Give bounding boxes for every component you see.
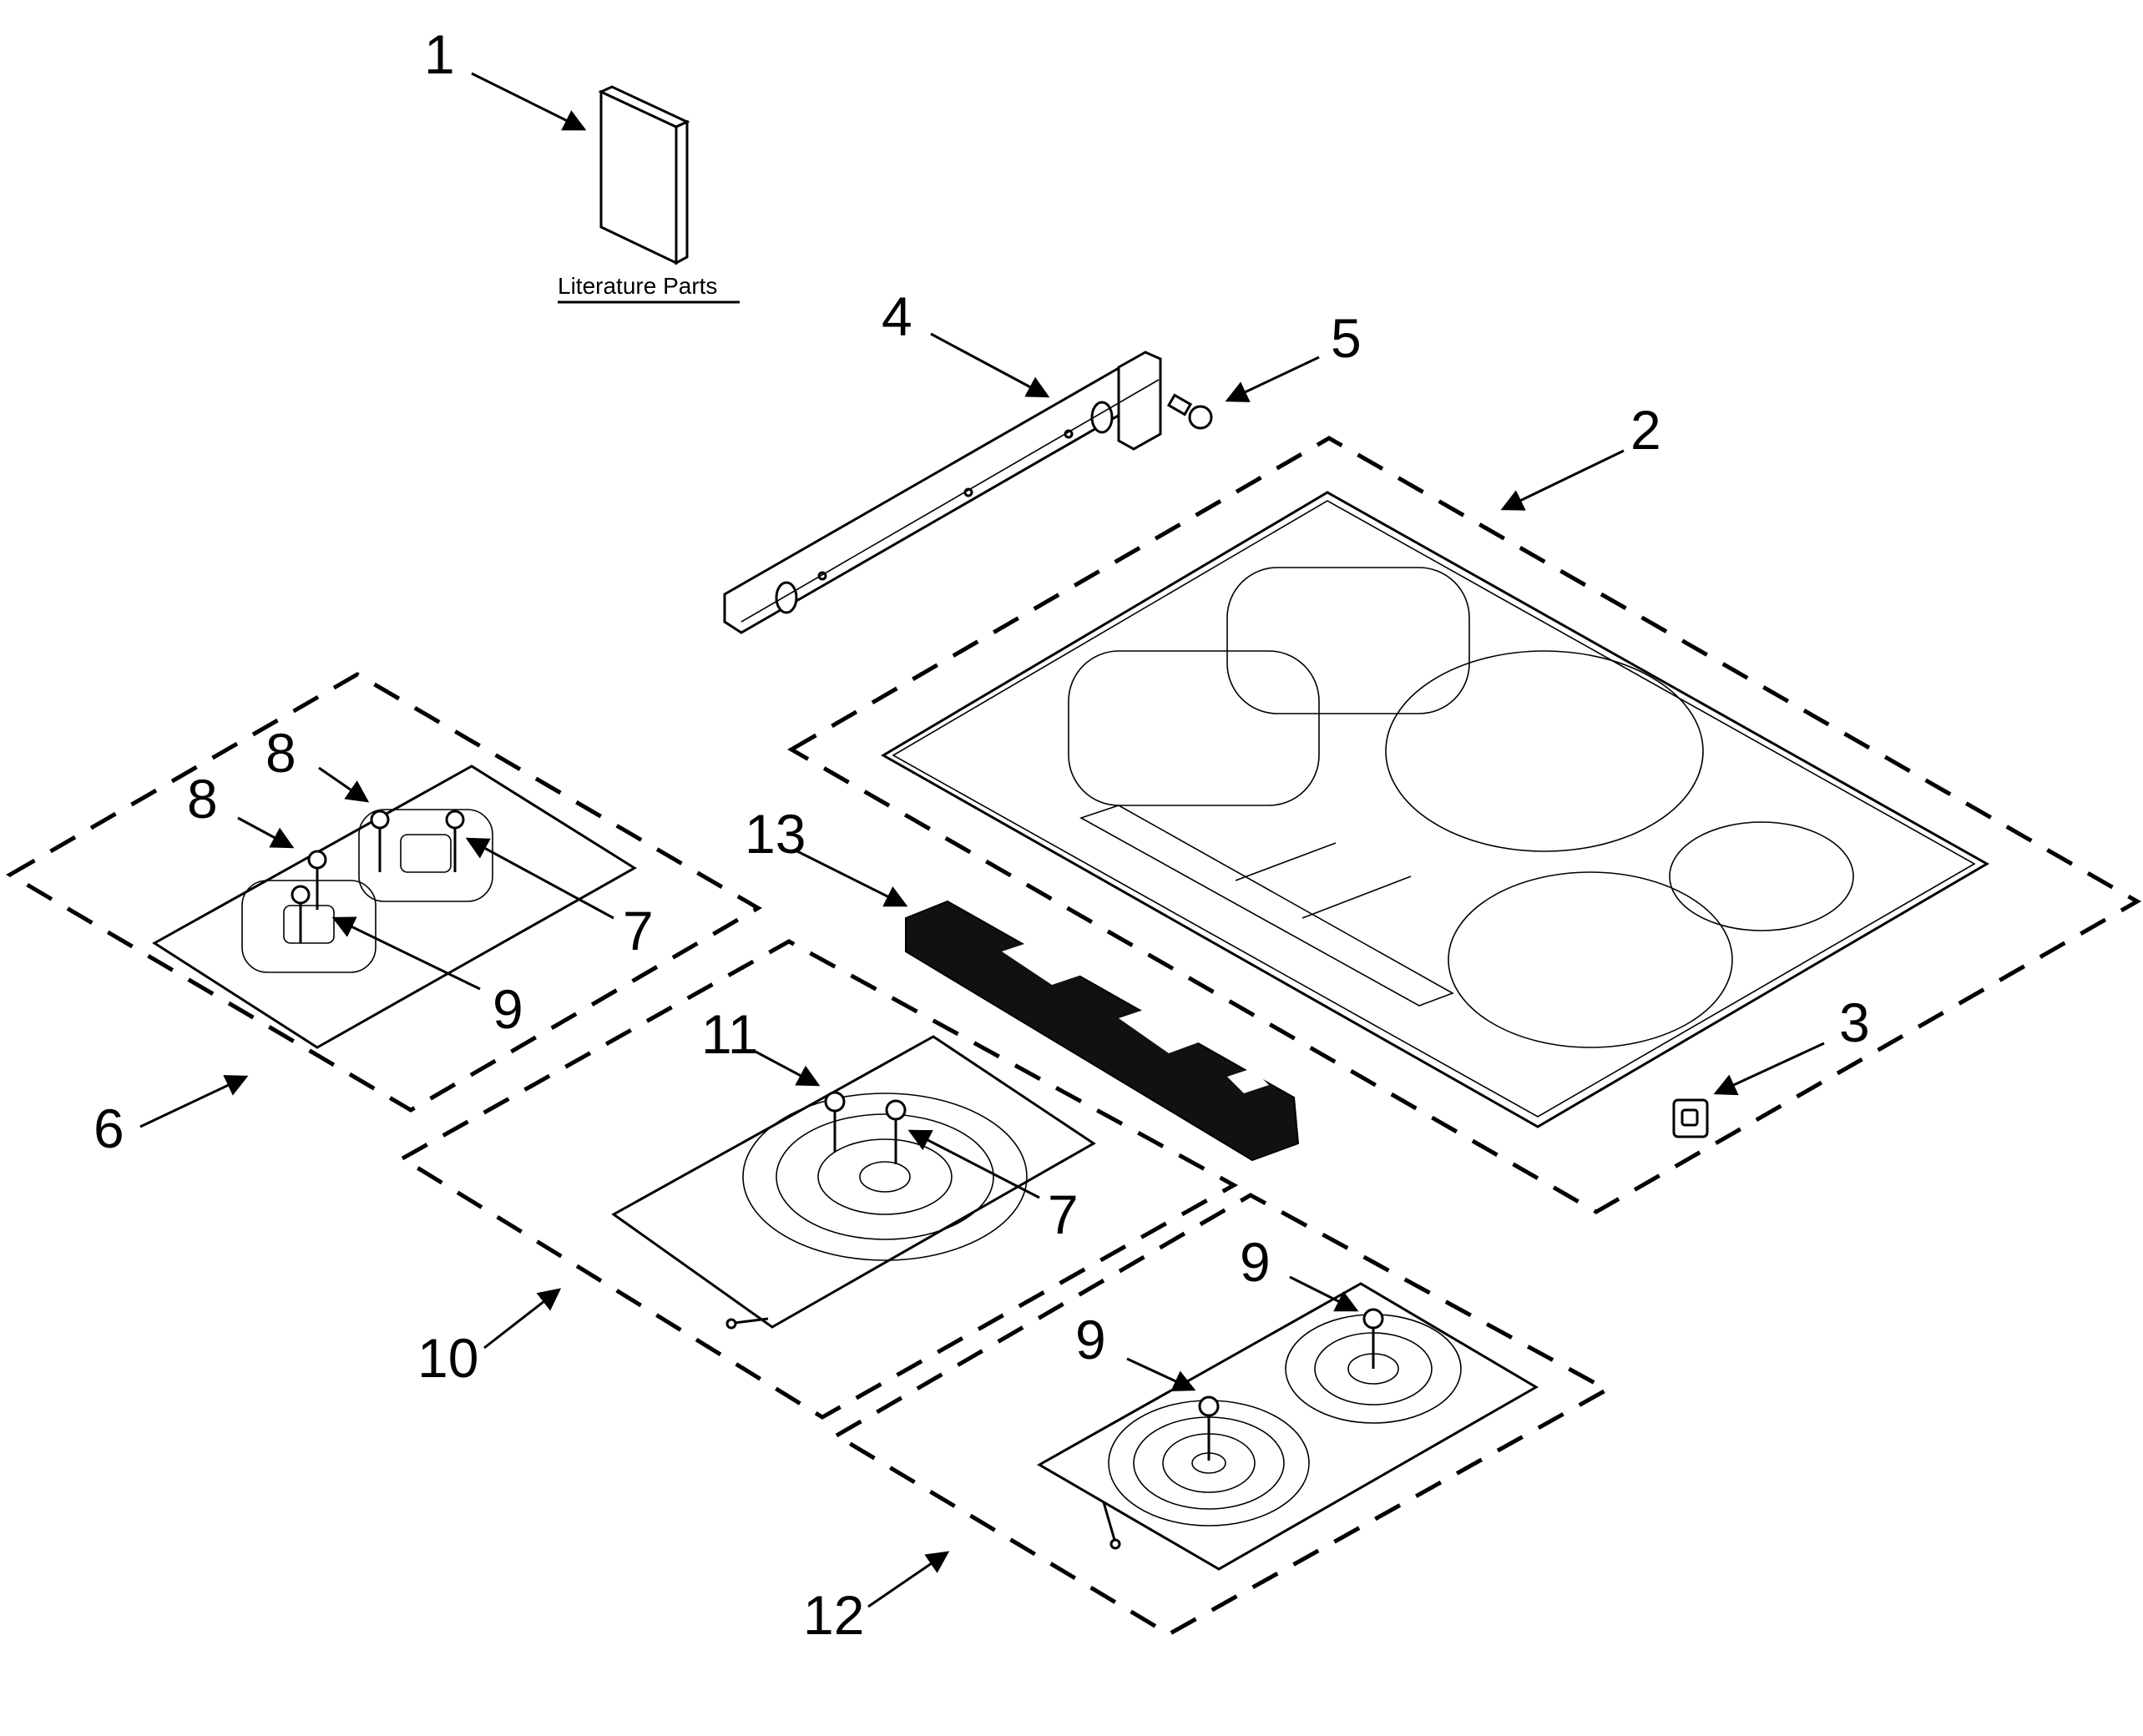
glass-cooktop-part: [881, 491, 1990, 1128]
callout-9a-arrow: [331, 916, 481, 991]
callout-7a: 7: [623, 900, 654, 961]
callout-7a-arrow: [465, 837, 614, 920]
callout-5: 5: [1331, 307, 1362, 369]
callout-4-arrow: [930, 332, 1050, 398]
callout-9b: 9: [1240, 1231, 1271, 1293]
callout-9a: 9: [493, 978, 523, 1040]
callout-8b-arrow: [237, 816, 295, 849]
center-element-group-outline: [398, 939, 1239, 1420]
right-element-group-outline: [832, 1193, 1612, 1637]
callout-11: 11: [701, 1003, 759, 1065]
bracket-part: [723, 351, 1162, 634]
callout-8b: 8: [187, 768, 218, 830]
callout-8a: 8: [265, 722, 296, 784]
callout-6-arrow: [139, 1075, 249, 1128]
callout-9c-arrow: [1126, 1357, 1196, 1392]
callout-12: 12: [803, 1584, 864, 1646]
center-element-tray-part: [611, 1035, 1096, 1330]
callout-6: 6: [94, 1098, 124, 1159]
right-element-tray-part: [1036, 1282, 1539, 1571]
callout-1-arrow: [471, 72, 587, 131]
callout-3-arrow: [1713, 1042, 1825, 1096]
literature-parts-label: Literature Parts: [558, 273, 717, 299]
left-element-group-outline: [6, 672, 762, 1113]
literature-booklet-part: [598, 85, 690, 265]
callout-4: 4: [882, 285, 912, 347]
screw-part: [1166, 393, 1213, 430]
callout-10: 10: [417, 1327, 478, 1389]
callout-2-arrow: [1500, 449, 1625, 511]
callout-5-arrow: [1225, 356, 1320, 402]
callout-9b-arrow: [1289, 1275, 1359, 1312]
callout-13: 13: [745, 803, 806, 865]
callout-1: 1: [424, 23, 455, 85]
control-board-part: [905, 900, 1300, 1162]
callout-9c: 9: [1075, 1309, 1106, 1370]
callout-2: 2: [1630, 399, 1661, 461]
callout-8a-arrow: [318, 766, 370, 803]
callout-7b: 7: [1048, 1183, 1079, 1245]
callout-10-arrow: [483, 1288, 562, 1350]
callout-7b-arrow: [907, 1129, 1040, 1199]
callout-3: 3: [1839, 992, 1870, 1053]
left-element-tray-part: [152, 765, 637, 1049]
callout-13-arrow: [796, 850, 908, 907]
clip-part: [1672, 1098, 1709, 1138]
callout-12-arrow: [867, 1551, 950, 1608]
callout-11-arrow: [755, 1050, 821, 1087]
cooktop-group-outline: [786, 436, 2142, 1214]
